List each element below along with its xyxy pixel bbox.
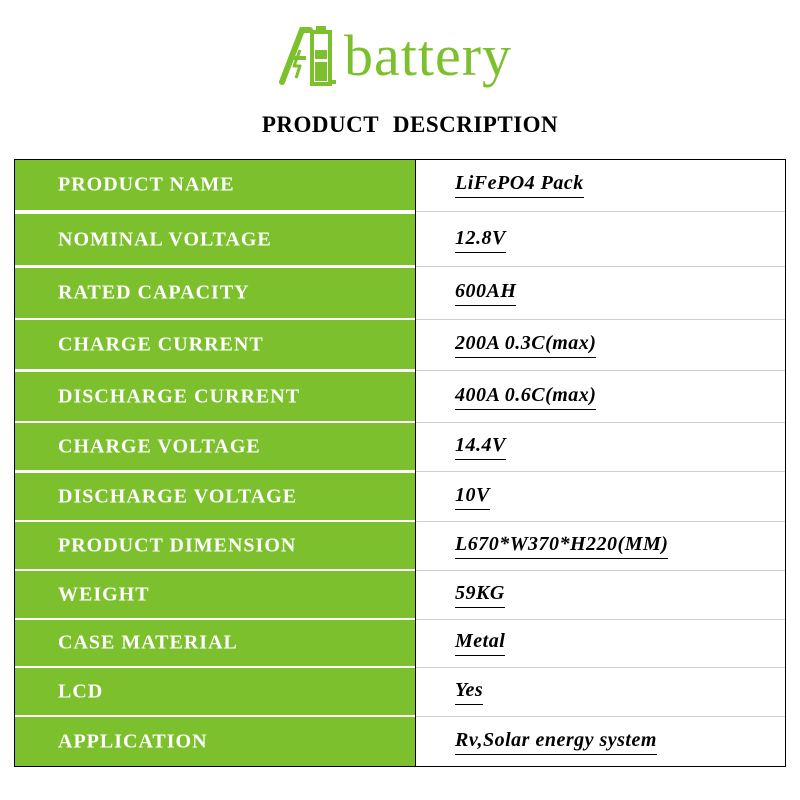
spec-label-cell: DISCHARGE CURRENT [15, 372, 415, 421]
spec-label: WEIGHT [58, 583, 150, 605]
spec-label-cell: APPLICATION [15, 717, 415, 766]
spec-label-cell: PRODUCT DIMENSION [15, 522, 415, 569]
brand-logo: battery [276, 22, 526, 94]
spec-row: CASE MATERIAL Metal [15, 620, 785, 666]
row-separator-line [415, 422, 785, 423]
spec-value-cell: Rv,Solar energy system [415, 717, 785, 766]
row-separator [15, 715, 785, 717]
row-separator-line [415, 471, 785, 472]
spec-value-cell: LiFePO4 Pack [415, 160, 785, 210]
row-separator [15, 369, 785, 372]
spec-value: Rv,Solar energy system [455, 729, 657, 755]
spec-row: CHARGE CURRENT 200A 0.3C(max) [15, 320, 785, 369]
row-separator-line [415, 211, 785, 212]
spec-value-cell: 600AH [415, 268, 785, 318]
spec-label-cell: CHARGE CURRENT [15, 320, 415, 369]
spec-label-cell: DISCHARGE VOLTAGE [15, 473, 415, 520]
spec-label: CHARGE CURRENT [58, 333, 264, 355]
row-separator [15, 666, 785, 668]
row-separator-line [415, 570, 785, 571]
spec-value: LiFePO4 Pack [455, 172, 584, 198]
row-separator-line [415, 667, 785, 668]
spec-value: Yes [455, 679, 484, 705]
spec-value: 10V [455, 484, 490, 510]
spec-value-cell: Yes [415, 668, 785, 715]
row-separator [15, 569, 785, 571]
spec-value-cell: Metal [415, 620, 785, 666]
spec-label-cell: NOMINAL VOLTAGE [15, 214, 415, 265]
page-title: PRODUCT DESCRIPTION [261, 112, 559, 137]
spec-row: WEIGHT 59KG [15, 571, 785, 618]
spec-row: DISCHARGE CURRENT 400A 0.6C(max) [15, 372, 785, 421]
spec-row: DISCHARGE VOLTAGE 10V [15, 473, 785, 520]
spec-row: RATED CAPACITY 600AH [15, 268, 785, 318]
spec-row: CHARGE VOLTAGE 14.4V [15, 423, 785, 470]
spec-label-cell: CHARGE VOLTAGE [15, 423, 415, 470]
spec-value: L670*W370*H220(MM) [455, 533, 669, 559]
spec-row: LCD Yes [15, 668, 785, 715]
spec-value-cell: L670*W370*H220(MM) [415, 522, 785, 569]
spec-value: 600AH [455, 280, 517, 306]
row-separator-line [415, 266, 785, 267]
spec-value-cell: 400A 0.6C(max) [415, 372, 785, 421]
spec-label-cell: LCD [15, 668, 415, 715]
spec-label: PRODUCT DIMENSION [58, 534, 297, 556]
row-separator [15, 520, 785, 522]
row-separator [15, 470, 785, 473]
row-separator-line [415, 521, 785, 522]
spec-label-cell: WEIGHT [15, 571, 415, 618]
spec-value-cell: 14.4V [415, 423, 785, 470]
spec-value: 14.4V [455, 434, 506, 460]
spec-label-cell: CASE MATERIAL [15, 620, 415, 666]
spec-label: NOMINAL VOLTAGE [58, 228, 272, 250]
row-separator [15, 210, 785, 214]
spec-label: CHARGE VOLTAGE [58, 435, 261, 457]
row-separator [15, 318, 785, 320]
spec-value: 59KG [455, 582, 505, 608]
spec-value: Metal [455, 630, 506, 656]
spec-row: PRODUCT NAME LiFePO4 Pack [15, 160, 785, 210]
column-divider [415, 160, 416, 766]
spec-row: PRODUCT DIMENSION L670*W370*H220(MM) [15, 522, 785, 569]
spec-label: LCD [58, 680, 104, 702]
spec-label-cell: RATED CAPACITY [15, 268, 415, 318]
row-separator-line [415, 716, 785, 717]
spec-label: RATED CAPACITY [58, 281, 250, 304]
row-separator-line [415, 370, 785, 371]
spec-value-cell: 10V [415, 473, 785, 520]
brand-name: battery [344, 23, 513, 88]
battery-lightning-icon [279, 26, 336, 86]
spec-value: 400A 0.6C(max) [455, 384, 597, 410]
spec-value-cell: 12.8V [415, 214, 785, 265]
spec-label-cell: PRODUCT NAME [15, 160, 415, 210]
spec-value-cell: 200A 0.3C(max) [415, 320, 785, 369]
row-separator-line [415, 319, 785, 320]
row-separator-line [415, 619, 785, 620]
spec-row: NOMINAL VOLTAGE 12.8V [15, 214, 785, 265]
row-separator [15, 618, 785, 620]
spec-label: APPLICATION [58, 730, 208, 752]
spec-value: 12.8V [455, 227, 506, 253]
spec-label: DISCHARGE CURRENT [58, 385, 301, 407]
row-separator [15, 421, 785, 423]
spec-label: DISCHARGE VOLTAGE [58, 485, 298, 507]
spec-value: 200A 0.3C(max) [455, 332, 597, 358]
row-separator [15, 265, 785, 268]
spec-label: CASE MATERIAL [58, 631, 238, 654]
spec-row: APPLICATION Rv,Solar energy system [15, 717, 785, 766]
spec-value-cell: 59KG [415, 571, 785, 618]
spec-label: PRODUCT NAME [58, 173, 235, 196]
